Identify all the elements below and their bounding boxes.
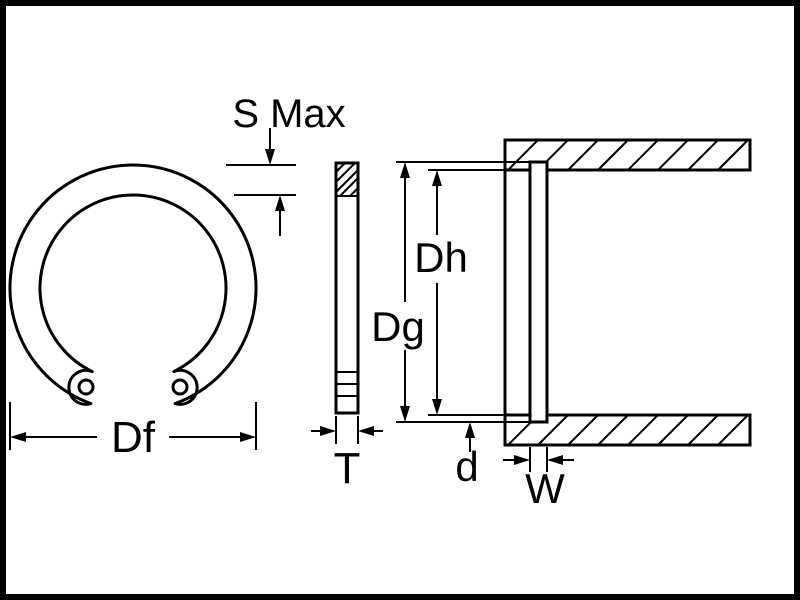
arrowhead [514, 455, 530, 465]
arrowhead [358, 426, 374, 436]
retaining-ring-body [8, 163, 258, 406]
ring-side-view [334, 161, 360, 415]
arrowhead [432, 170, 442, 186]
hatch-bottom [507, 414, 749, 446]
label-t: T [334, 444, 361, 493]
ring-front-view [8, 163, 258, 406]
arrowhead [547, 455, 563, 465]
arrowhead [10, 432, 26, 442]
arrowhead [400, 162, 410, 178]
dimension-dh: Dh [414, 170, 468, 415]
label-w: W [525, 465, 565, 512]
ring-lug-hole-right [171, 378, 189, 396]
arrowhead [240, 432, 256, 442]
label-df: Df [111, 413, 156, 462]
arrowhead [320, 426, 336, 436]
label-dh: Dh [414, 234, 468, 281]
dimension-w: W [503, 447, 574, 512]
extension-lines [396, 161, 530, 423]
ring-side-profile [334, 161, 360, 415]
label-s-max: S Max [232, 92, 345, 136]
installed-ring [528, 160, 549, 424]
arrowhead [432, 399, 442, 415]
dimension-t: T [311, 416, 383, 493]
arrowhead [400, 406, 410, 422]
housing-section-view [503, 138, 752, 447]
label-d: d [455, 443, 478, 490]
arrowhead [465, 422, 475, 438]
label-dg: Dg [371, 303, 425, 350]
dimension-d: d [455, 422, 479, 490]
arrowhead [265, 149, 275, 165]
ring-lug-hole-left [77, 378, 95, 396]
dimension-dg: Dg [371, 162, 425, 422]
dimension-s-max: S Max [226, 92, 346, 236]
arrowhead [275, 195, 285, 211]
dimension-df: Df [9, 402, 257, 462]
